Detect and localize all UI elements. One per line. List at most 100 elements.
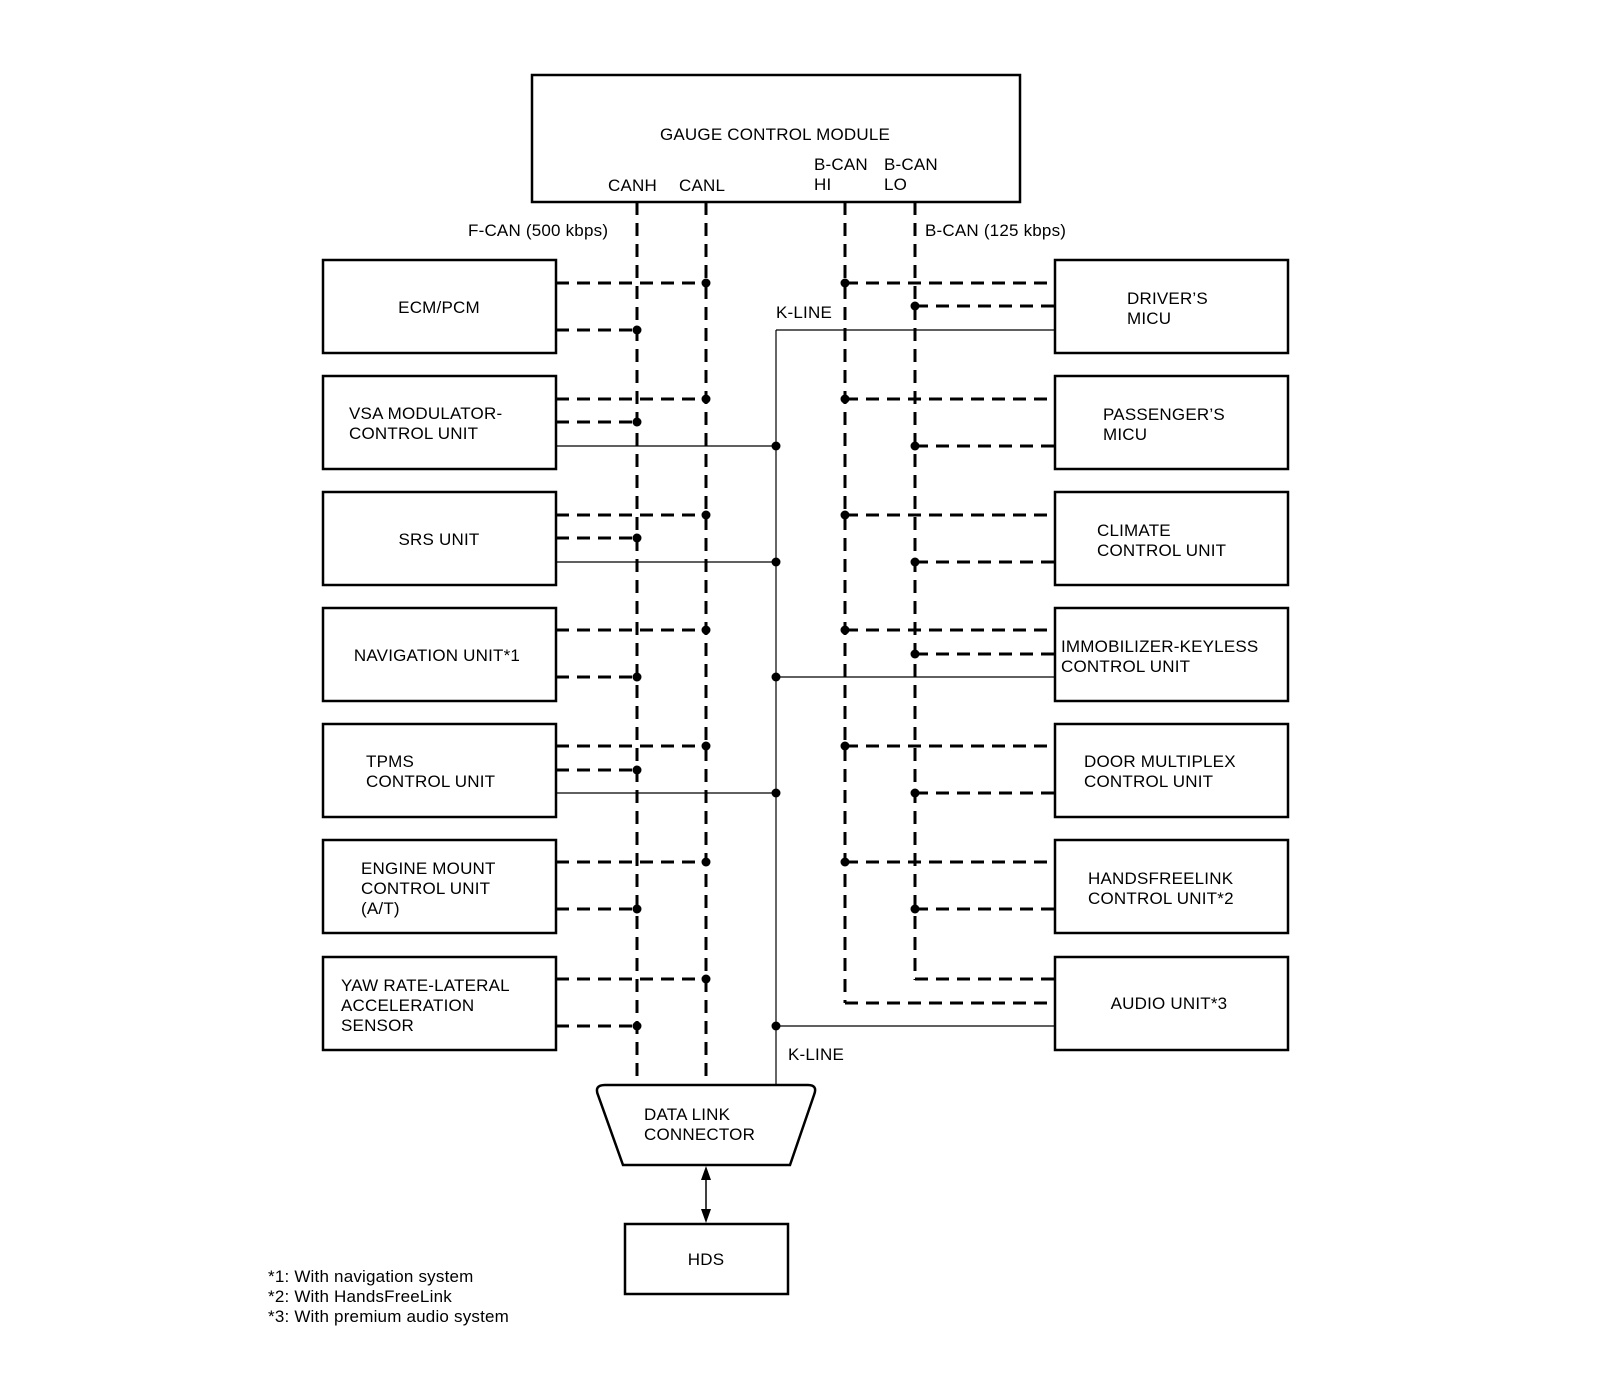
bus-trunks xyxy=(635,202,917,1085)
data-link-connector-shape xyxy=(595,1083,817,1167)
junction-dot xyxy=(701,510,711,520)
unit-box xyxy=(321,490,558,587)
unit-label: YAW RATE-LATERAL xyxy=(341,976,510,995)
unit-label: CONTROL UNIT xyxy=(361,879,490,898)
unit-box xyxy=(1053,722,1290,819)
data-link-connector: DATA LINK CONNECTOR xyxy=(595,1083,817,1167)
unit-label: DRIVER’S xyxy=(1127,289,1208,308)
unit-label: PASSENGER’S xyxy=(1103,405,1225,424)
fcan-bus-label: F-CAN (500 kbps) xyxy=(468,221,608,240)
unit-box xyxy=(321,258,558,355)
canl-label: CANL xyxy=(679,176,725,195)
unit-label: SENSOR xyxy=(341,1016,414,1035)
left-unit-vsa: VSA MODULATOR- CONTROL UNIT xyxy=(321,374,558,471)
unit-label: VSA MODULATOR- xyxy=(349,404,502,423)
unit-label: ENGINE MOUNT xyxy=(361,859,496,878)
unit-box xyxy=(1053,258,1290,355)
footnote: *1: With navigation system xyxy=(268,1267,474,1286)
junction-dot xyxy=(910,441,920,451)
arrow-head-down xyxy=(701,1209,711,1223)
bcan-hi-label-line1: B-CAN xyxy=(814,155,868,174)
kline-label-top: K-LINE xyxy=(776,303,832,322)
bcan-hi-label-line2: HI xyxy=(814,175,831,194)
junction-dot xyxy=(771,441,781,451)
unit-label: CONTROL UNIT xyxy=(1097,541,1226,560)
footnote: *2: With HandsFreeLink xyxy=(268,1287,452,1306)
kline-label-bottom: K-LINE xyxy=(788,1045,844,1064)
unit-label: CLIMATE xyxy=(1097,521,1171,540)
unit-label: ECM/PCM xyxy=(398,298,480,317)
junction-dot xyxy=(701,278,711,288)
hds-label: HDS xyxy=(688,1250,725,1269)
right-unit-door-multiplex: DOOR MULTIPLEX CONTROL UNIT xyxy=(1053,722,1290,819)
unit-label: DOOR MULTIPLEX xyxy=(1084,752,1236,771)
unit-box xyxy=(321,722,558,819)
unit-box xyxy=(1053,955,1290,1052)
gauge-control-module-box xyxy=(530,73,1022,204)
right-unit-climate: CLIMATE CONTROL UNIT xyxy=(1053,490,1290,587)
unit-label: MICU xyxy=(1127,309,1171,328)
junction-dot xyxy=(632,904,642,914)
junction-dot xyxy=(632,533,642,543)
unit-label: ACCELERATION xyxy=(341,996,474,1015)
junction-dot xyxy=(632,672,642,682)
junction-dot xyxy=(910,904,920,914)
junction-dot xyxy=(840,394,850,404)
junction-dot xyxy=(632,417,642,427)
footnote: *3: With premium audio system xyxy=(268,1307,509,1326)
unit-label: MICU xyxy=(1103,425,1147,444)
junction-dot xyxy=(840,510,850,520)
junction-dot xyxy=(632,765,642,775)
junction-dot xyxy=(910,301,920,311)
unit-box xyxy=(1053,838,1290,935)
right-unit-drivers-micu: DRIVER’S MICU xyxy=(1053,258,1290,355)
junction-dot xyxy=(840,741,850,751)
junction-dot xyxy=(701,974,711,984)
left-unit-yaw-rate: YAW RATE-LATERAL ACCELERATION SENSOR xyxy=(321,955,558,1052)
unit-label: CONTROL UNIT xyxy=(1061,657,1190,676)
junction-dot xyxy=(701,741,711,751)
left-unit-ecm-pcm: ECM/PCM xyxy=(321,258,558,355)
left-branches xyxy=(556,281,776,1028)
junction-dot xyxy=(701,625,711,635)
left-unit-tpms: TPMS CONTROL UNIT xyxy=(321,722,558,819)
left-unit-engine-mount: ENGINE MOUNT CONTROL UNIT (A/T) xyxy=(321,838,558,935)
canh-label: CANH xyxy=(608,176,657,195)
unit-label: (A/T) xyxy=(361,899,400,918)
unit-label: HANDSFREELINK xyxy=(1088,869,1234,888)
left-unit-navigation: NAVIGATION UNIT*1 xyxy=(321,606,558,703)
gauge-control-module: GAUGE CONTROL MODULE CANH CANL B-CAN HI … xyxy=(530,73,1022,204)
unit-box xyxy=(321,374,558,471)
junction-dot xyxy=(771,1021,781,1031)
unit-box xyxy=(1053,374,1290,471)
unit-label: IMMOBILIZER-KEYLESS xyxy=(1061,637,1258,656)
junction-dot xyxy=(771,672,781,682)
junction-dot xyxy=(701,394,711,404)
connector-label: DATA LINK xyxy=(644,1105,731,1124)
right-unit-passengers-micu: PASSENGER’S MICU xyxy=(1053,374,1290,471)
junction-dot xyxy=(910,788,920,798)
bcan-bus-label: B-CAN (125 kbps) xyxy=(925,221,1066,240)
junction-dot xyxy=(910,557,920,567)
right-unit-audio: AUDIO UNIT*3 xyxy=(1053,955,1290,1052)
junction-dots xyxy=(632,278,920,1031)
junction-dot xyxy=(701,857,711,867)
gauge-control-module-title: GAUGE CONTROL MODULE xyxy=(660,125,890,144)
junction-dot xyxy=(632,1021,642,1031)
unit-label: TPMS xyxy=(366,752,414,771)
unit-box xyxy=(1053,606,1290,703)
junction-dot xyxy=(840,857,850,867)
right-unit-immobilizer: IMMOBILIZER-KEYLESS CONTROL UNIT xyxy=(1053,606,1290,703)
junction-dot xyxy=(840,625,850,635)
connector-label: CONNECTOR xyxy=(644,1125,755,1144)
bcan-lo-label-line1: B-CAN xyxy=(884,155,938,174)
unit-label: CONTROL UNIT xyxy=(366,772,495,791)
connector-hds-arrow xyxy=(701,1166,711,1223)
right-unit-handsfreelink: HANDSFREELINK CONTROL UNIT*2 xyxy=(1053,838,1290,935)
junction-dot xyxy=(632,325,642,335)
junction-dot xyxy=(840,278,850,288)
unit-label: NAVIGATION UNIT*1 xyxy=(354,646,520,665)
unit-box xyxy=(321,955,558,1052)
arrow-head-up xyxy=(701,1166,711,1180)
